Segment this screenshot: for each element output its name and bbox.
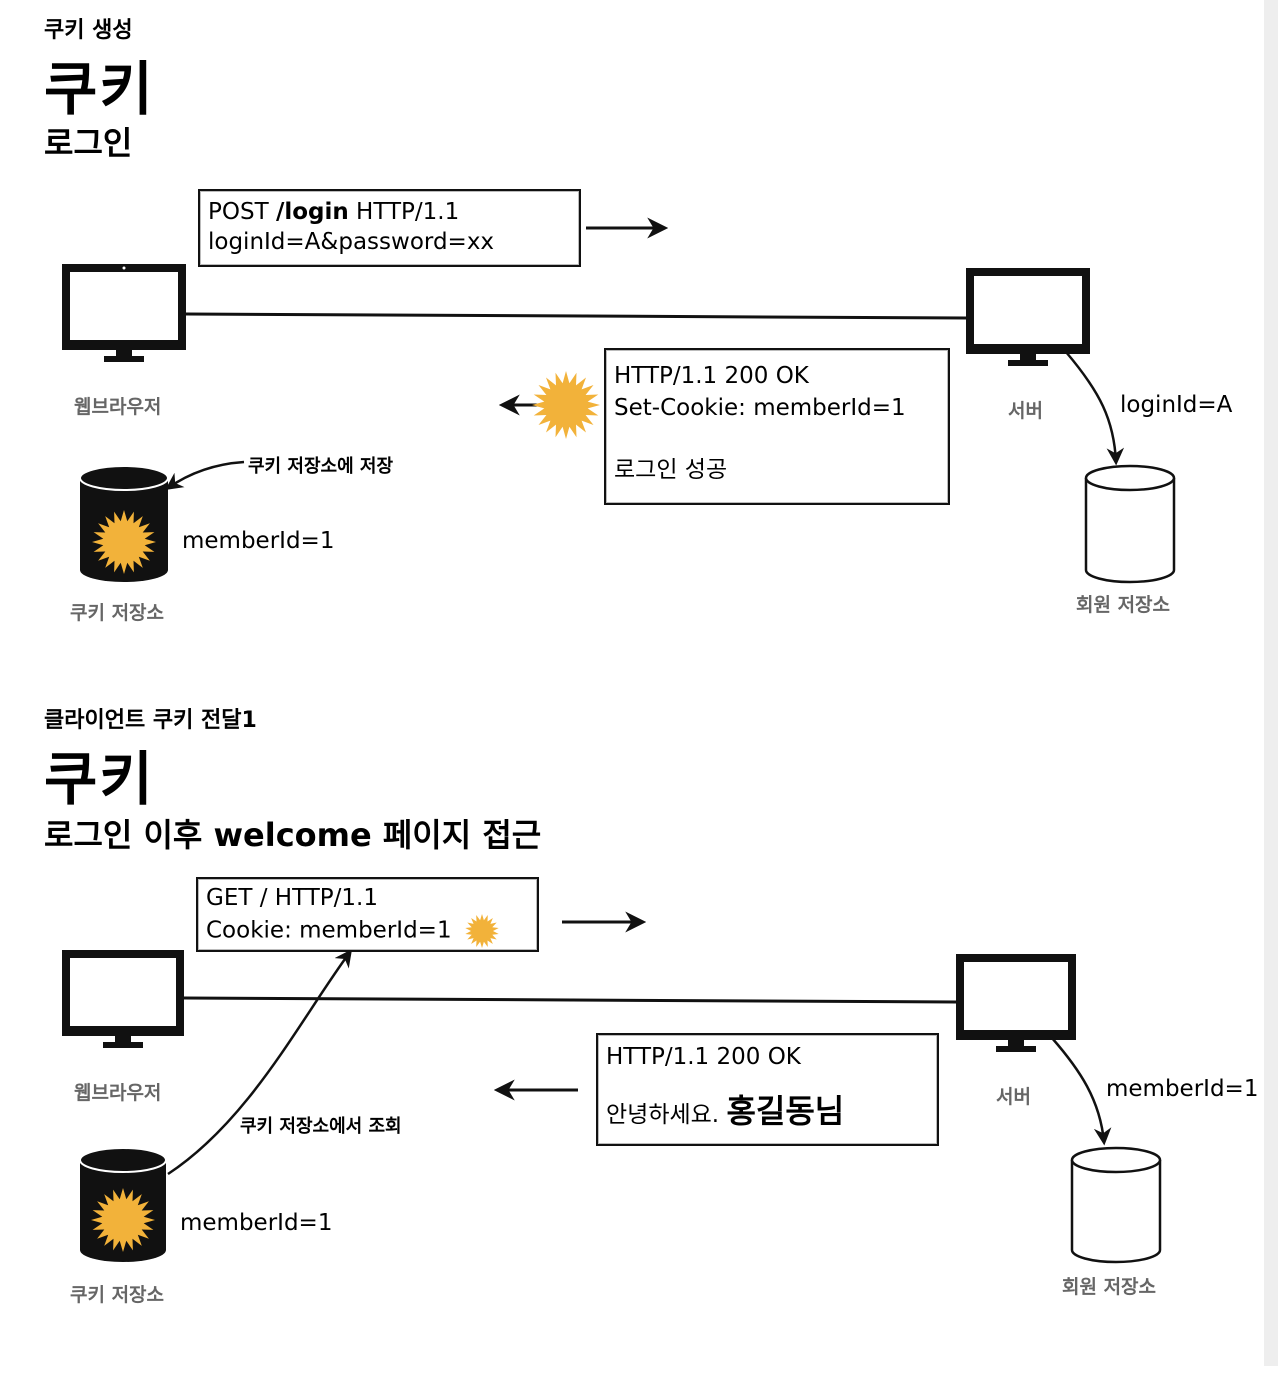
member-store-cylinder-icon [1084, 464, 1176, 584]
stored-cookie-icon [91, 1188, 155, 1252]
cookie-store-label: 쿠키 저장소 [70, 602, 165, 624]
request-message-box: GET / HTTP/1.1 Cookie: memberId=1 [196, 877, 539, 952]
response-message-box: HTTP/1.1 200 OK 안녕하세요. 홍길동님 [596, 1033, 939, 1146]
cookie-value: memberId=1 [180, 1210, 333, 1236]
member-store-cylinder-icon [1070, 1146, 1162, 1264]
response-body: 로그인 성공 [614, 457, 728, 483]
response-greeting: 안녕하세요. [606, 1102, 727, 1128]
spacer [614, 424, 940, 454]
server-label: 서버 [1008, 400, 1043, 422]
member-store-label: 회원 저장소 [1076, 594, 1171, 616]
response-status: HTTP/1.1 200 OK [614, 363, 809, 389]
browser-monitor-icon [62, 264, 186, 362]
server-to-store-arrow [1065, 351, 1125, 466]
browser-label: 웹브라우저 [74, 1082, 162, 1104]
section-sub-title: 로그인 이후 welcome 페이지 접근 [44, 816, 542, 854]
server-label: 서버 [996, 1086, 1031, 1108]
request-protocol: HTTP/1.1 [348, 199, 460, 225]
section-client-cookie-transfer: 클라이언트 쿠키 전달1 쿠키 로그인 이후 welcome 페이지 접근 [0, 690, 1264, 1373]
section-cookie-creation: 쿠키 생성 쿠키 로그인 [0, 0, 1264, 683]
response-set-cookie: Set-Cookie: memberId=1 [614, 395, 906, 421]
request-cookie-header: Cookie: memberId=1 [206, 914, 529, 948]
to-cookie-store-arrow [165, 460, 245, 491]
section-big-title: 쿠키 [44, 55, 155, 123]
cookie-icon [532, 371, 600, 439]
cookie-icon [464, 914, 499, 948]
response-message-box: HTTP/1.1 200 OK Set-Cookie: memberId=1 로… [604, 348, 950, 505]
response-user-name: 홍길동님 [726, 1092, 845, 1130]
server-store-note: loginId=A [1120, 392, 1233, 418]
network-line [185, 312, 967, 320]
server-monitor-icon [956, 954, 1076, 1052]
cookie-value: memberId=1 [182, 528, 335, 554]
response-status: HTTP/1.1 200 OK [606, 1044, 801, 1070]
section-small-title: 클라이언트 쿠키 전달1 [44, 708, 257, 733]
request-line: GET / HTTP/1.1 [206, 885, 378, 911]
server-store-note: memberId=1 [1106, 1076, 1259, 1102]
request-method: POST [208, 199, 276, 225]
request-message-box: POST /login HTTP/1.1 loginId=A&password=… [198, 189, 581, 267]
diagram-graphics [62, 911, 1162, 1264]
diagram-graphics [62, 217, 1176, 584]
server-monitor-icon [966, 268, 1090, 366]
browser-label: 웹브라우저 [74, 396, 162, 418]
browser-monitor-icon [62, 950, 184, 1048]
section-big-title: 쿠키 [44, 745, 155, 813]
request-body: loginId=A&password=xx [208, 229, 495, 255]
cookie-store-label: 쿠키 저장소 [70, 1284, 165, 1306]
cookie-lookup-arrow [167, 949, 353, 1176]
section-small-title: 쿠키 생성 [44, 18, 133, 43]
member-store-label: 회원 저장소 [1062, 1276, 1157, 1298]
cookie-store-note: 쿠키 저장소에 저장 [248, 456, 394, 477]
page-edge-strip [1264, 0, 1278, 1366]
request-path: /login [275, 199, 349, 225]
cookie-lookup-note: 쿠키 저장소에서 조회 [240, 1116, 402, 1137]
server-to-store-arrow [1051, 1037, 1112, 1146]
stored-cookie-icon [92, 510, 156, 574]
response-body: 안녕하세요. 홍길동님 [606, 1095, 929, 1131]
request-line: POST /login HTTP/1.1 [208, 197, 571, 227]
section-sub-title: 로그인 [44, 124, 133, 162]
request-cookie-text: Cookie: memberId=1 [206, 917, 452, 944]
network-line [183, 996, 957, 1004]
